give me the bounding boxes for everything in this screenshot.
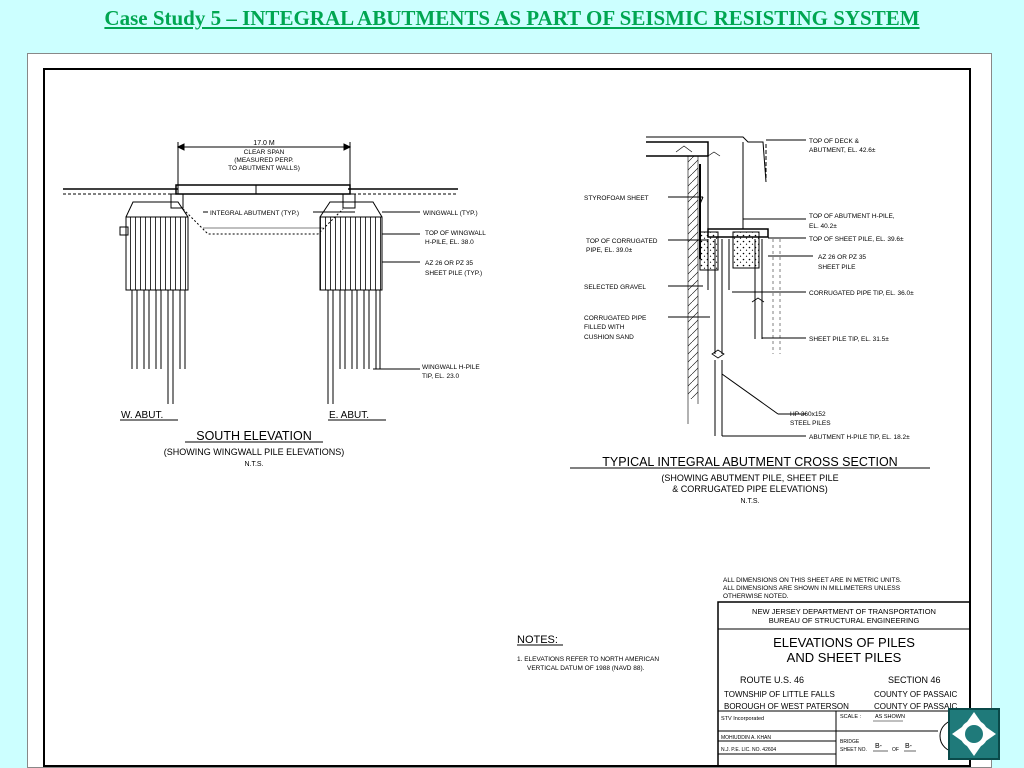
w-abut-label: W. ABUT. — [121, 410, 163, 421]
cross-section-drawing — [570, 136, 930, 469]
corrugated-fill-label-3: CUSHION SAND — [584, 334, 634, 341]
sheet-pile-label-2: SHEET PILE (TYP.) — [425, 270, 482, 277]
az-sheet-pile-label-2: SHEET PILE — [818, 264, 856, 271]
drawing-sheet: 17.0 M CLEAR SPAN (MEASURED PERP. TO ABU… — [27, 53, 992, 768]
scale-value: AS SHOWN — [875, 714, 905, 720]
sheet-pile-tip-label: SHEET PILE TIP, EL. 31.5± — [809, 336, 889, 343]
sheet-number-b2: B- — [905, 743, 913, 750]
corrugated-fill-label-1: CORRUGATED PIPE — [584, 315, 647, 322]
integral-abutment-label: INTEGRAL ABUTMENT (TYP.) — [210, 210, 299, 217]
top-hpile-label-2: EL. 40.2± — [809, 223, 837, 230]
south-elevation-drawing — [63, 142, 458, 443]
notes-line-1: 1. ELEVATIONS REFER TO NORTH AMERICAN — [517, 656, 659, 663]
engineering-drawing: 17.0 M CLEAR SPAN (MEASURED PERP. TO ABU… — [43, 68, 973, 767]
corrugated-fill-label-2: FILLED WITH — [584, 324, 625, 331]
dimensions-note-3: OTHERWISE NOTED. — [723, 593, 789, 600]
county-label-1: COUNTY OF PASSAIC — [874, 690, 957, 699]
county-label-2: COUNTY OF PASSAIC — [874, 702, 957, 711]
wingwall-label: WINGWALL (TYP.) — [423, 210, 478, 217]
top-hpile-label-1: TOP OF ABUTMENT H-PILE, — [809, 213, 895, 220]
slide-title: Case Study 5 – INTEGRAL ABUTMENTS AS PAR… — [104, 6, 920, 30]
borough-label: BOROUGH OF WEST PATERSON — [724, 702, 849, 711]
span-dimension: 17.0 M — [253, 140, 275, 147]
hp-steel-pile-label-1: HP 360x152 — [790, 411, 826, 418]
top-wingwall-label-2: H-PILE, EL. 38.0 — [425, 239, 474, 246]
hpile-tip-label-2: TIP, EL. 23.0 — [422, 373, 459, 380]
selected-gravel-label: SELECTED GRAVEL — [584, 284, 646, 291]
dimensions-note-2: ALL DIMENSIONS ARE SHOWN IN MILLIMETERS … — [723, 585, 901, 592]
sheet-number-label: SHEET NO. — [840, 747, 867, 753]
top-deck-label-2: ABUTMENT, EL. 42.6± — [809, 147, 876, 154]
hpile-tip-label: ABUTMENT H-PILE TIP, EL. 18.2± — [809, 434, 910, 441]
route-label: ROUTE U.S. 46 — [740, 675, 804, 685]
cross-section-subheading-1: (SHOWING ABUTMENT PILE, SHEET PILE — [661, 473, 838, 483]
title-block — [717, 601, 973, 767]
section-label: SECTION 46 — [888, 675, 941, 685]
e-abut-label: E. ABUT. — [329, 410, 369, 421]
top-corrugated-label-1: TOP OF CORRUGATED — [586, 238, 658, 245]
engineer-name: MOHIUDDIN A. KHAN — [721, 735, 771, 741]
dimensions-note-1: ALL DIMENSIONS ON THIS SHEET ARE IN METR… — [723, 577, 902, 584]
top-deck-label-1: TOP OF DECK & — [809, 138, 860, 145]
south-elevation-subheading: (SHOWING WINGWALL PILE ELEVATIONS) — [164, 447, 345, 457]
cross-section-nts: N.T.S. — [740, 498, 759, 505]
south-elevation-nts: N.T.S. — [244, 461, 263, 468]
township-label: TOWNSHIP OF LITTLE FALLS — [724, 690, 835, 699]
hp-steel-pile-label-2: STEEL PILES — [790, 420, 831, 427]
sheet-of-label: OF — [892, 747, 899, 753]
scale-label: SCALE : — [840, 714, 862, 720]
corrugated-tip-label: CORRUGATED PIPE TIP, EL. 36.0± — [809, 290, 914, 297]
az-sheet-pile-label-1: AZ 26 OR PZ 35 — [818, 254, 866, 261]
top-sheet-pile-label: TOP OF SHEET PILE, EL. 39.6± — [809, 236, 904, 243]
dept-name-2: BUREAU OF STRUCTURAL ENGINEERING — [769, 616, 920, 625]
span-label: CLEAR SPAN — [244, 149, 285, 156]
top-wingwall-label-1: TOP OF WINGWALL — [425, 230, 486, 237]
notes-heading: NOTES: — [517, 634, 558, 646]
sheet-name-2: AND SHEET PILES — [787, 650, 902, 665]
cross-section-heading: TYPICAL INTEGRAL ABUTMENT CROSS SECTION — [602, 455, 897, 469]
sheet-pile-label-1: AZ 26 OR PZ 35 — [425, 260, 473, 267]
navigation-arrows-icon — [952, 712, 996, 756]
span-note-2: TO ABUTMENT WALLS) — [228, 165, 300, 172]
drawing-border — [43, 68, 971, 767]
sheet-number-b1: B- — [875, 743, 883, 750]
slide-nav-button[interactable] — [948, 708, 1000, 760]
notes-line-2: VERTICAL DATUM OF 1988 (NAVD 88). — [527, 665, 645, 672]
top-corrugated-label-2: PIPE, EL. 39.0± — [586, 247, 633, 254]
sheet-name-1: ELEVATIONS OF PILES — [773, 635, 915, 650]
span-note-1: (MEASURED PERP. — [234, 157, 294, 164]
dept-name-1: NEW JERSEY DEPARTMENT OF TRANSPORTATION — [752, 607, 936, 616]
bridge-label: BRIDGE — [840, 739, 860, 745]
south-elevation-heading: SOUTH ELEVATION — [196, 429, 312, 443]
hpile-tip-label-1: WINGWALL H-PILE — [422, 364, 480, 371]
license-number: N.J. P.E. LIC. NO. 42604 — [721, 747, 776, 753]
styrofoam-label: STYROFOAM SHEET — [584, 195, 649, 202]
firm-name: STV Incorporated — [721, 716, 764, 722]
cross-section-subheading-2: & CORRUGATED PIPE ELEVATIONS) — [672, 484, 828, 494]
